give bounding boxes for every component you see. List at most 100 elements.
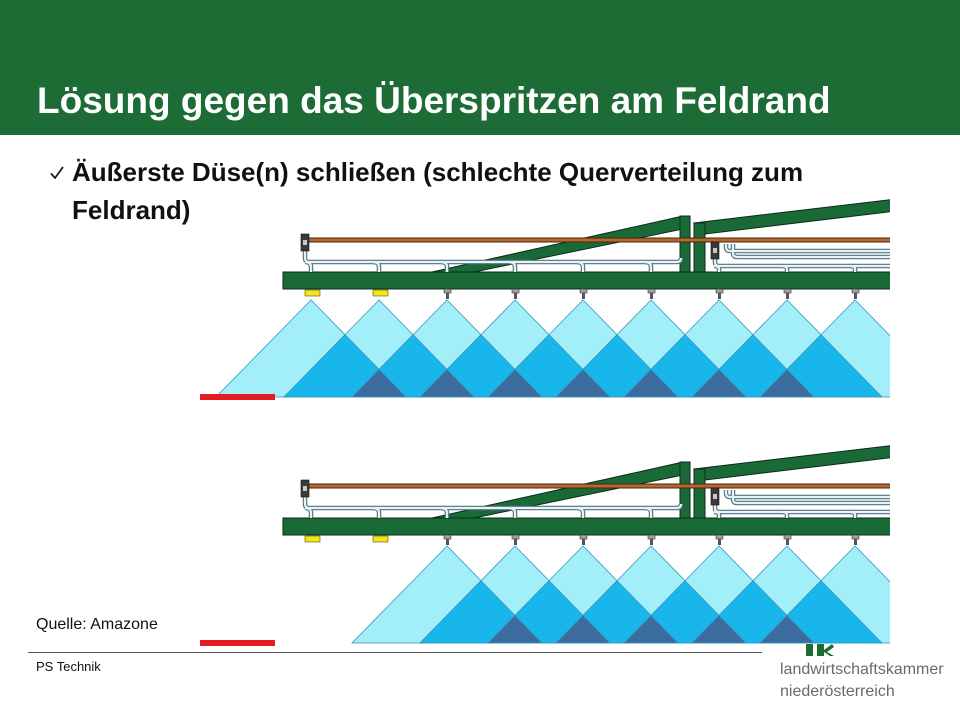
slide-title: Lösung gegen das Überspritzen am Feldran… — [37, 80, 831, 121]
hose — [849, 510, 857, 518]
hose — [713, 510, 721, 518]
valve-window — [713, 248, 717, 253]
nozzle-body — [443, 288, 452, 294]
spray-overlap-triple — [487, 614, 543, 644]
logo-mark-stroke-l — [806, 644, 813, 656]
spray-overlap-triple — [759, 614, 815, 644]
nozzle-body — [647, 534, 656, 540]
nozzle-body — [783, 534, 792, 540]
nozzle-tip — [718, 539, 721, 545]
nozzle-tip — [582, 539, 585, 545]
boom-bar — [282, 271, 890, 290]
field-edge-marker — [200, 394, 275, 400]
nozzle-body — [715, 288, 724, 294]
hose — [781, 510, 789, 518]
nozzle-body — [783, 288, 792, 294]
hose — [440, 506, 449, 518]
hose-outline — [302, 251, 684, 265]
hose — [304, 260, 313, 272]
hose — [644, 260, 653, 272]
nozzle-tip — [514, 293, 517, 299]
valve-window — [713, 494, 717, 499]
nozzle-body — [511, 534, 520, 540]
spray-overlap-triple — [691, 368, 747, 398]
hose — [713, 264, 721, 272]
nozzle-tip — [854, 539, 857, 545]
nozzle-tip — [446, 539, 449, 545]
boom-outer-post — [693, 468, 706, 521]
logo-text-line2: niederösterreich — [780, 683, 895, 700]
hose — [713, 504, 890, 514]
nozzle-tip — [650, 293, 653, 299]
nozzle-body — [851, 534, 860, 540]
spray-overlap-triple — [623, 614, 679, 644]
valve-window — [303, 486, 307, 491]
nozzle-body — [579, 288, 588, 294]
nozzle-tip — [582, 293, 585, 299]
spray-overlap-triple — [487, 368, 543, 398]
hose — [781, 264, 789, 272]
nozzle-tip — [446, 293, 449, 299]
logo-mark — [806, 644, 834, 656]
hose — [849, 264, 857, 272]
source-credit: Quelle: Amazone — [36, 616, 158, 633]
hose — [713, 258, 890, 268]
hose — [576, 506, 585, 518]
nozzle-tip — [854, 293, 857, 299]
hose — [576, 260, 585, 272]
hose — [508, 506, 517, 518]
hose — [644, 506, 653, 518]
sprayer-diagram-bottom — [200, 445, 890, 646]
hose-outline — [302, 497, 684, 511]
footer-divider — [28, 652, 762, 653]
hose — [372, 260, 381, 272]
hose — [724, 490, 890, 499]
nozzle-tip — [718, 293, 721, 299]
nozzle-body — [647, 288, 656, 294]
nozzle-tip — [514, 539, 517, 545]
boom-outer-strut — [692, 445, 890, 481]
bullet-text: Äußerste Düse(n) schließen (schlechte Qu… — [72, 157, 804, 225]
nozzle-tip — [786, 293, 789, 299]
nozzle-body — [851, 288, 860, 294]
nozzle-body — [443, 534, 452, 540]
boom-center-post — [679, 215, 691, 275]
nozzle-edge-open — [372, 289, 389, 297]
hose — [508, 260, 517, 272]
spray-overlap-triple — [623, 368, 679, 398]
logo-mark-wedge — [824, 644, 834, 656]
nozzle-tip — [650, 539, 653, 545]
nozzle-tip — [786, 539, 789, 545]
sprayer-diagram-top — [200, 199, 890, 400]
spray-overlap-triple — [759, 368, 815, 398]
check-icon — [50, 166, 64, 180]
hose — [731, 244, 890, 259]
diagram-content — [200, 199, 890, 400]
logo-mark-stroke-k — [817, 644, 824, 656]
boom-center-post — [679, 461, 691, 521]
nozzle-closed — [304, 535, 321, 543]
spray-overlap-triple — [555, 368, 611, 398]
spray-overlap-triple — [555, 614, 611, 644]
nozzle-body — [579, 534, 588, 540]
diagram-content — [200, 445, 890, 646]
hose — [372, 506, 381, 518]
spray-overlap-triple — [419, 368, 475, 398]
hose — [440, 260, 449, 272]
hose — [731, 490, 890, 505]
hose — [304, 506, 313, 518]
field-edge-marker — [200, 640, 275, 646]
hose — [724, 244, 890, 253]
boom-outer-post — [693, 222, 706, 275]
boom-outer-strut — [692, 199, 890, 235]
nozzle-closed — [372, 535, 389, 543]
boom-bar — [282, 517, 890, 536]
nozzle-body — [715, 534, 724, 540]
logo-text-line1: landwirtschaftskammer — [780, 661, 944, 678]
nozzle-body — [511, 288, 520, 294]
valve-window — [303, 240, 307, 245]
footer-label: PS Technik — [36, 659, 101, 674]
nozzle-edge-open — [304, 289, 321, 297]
spray-overlap-triple — [351, 368, 407, 398]
